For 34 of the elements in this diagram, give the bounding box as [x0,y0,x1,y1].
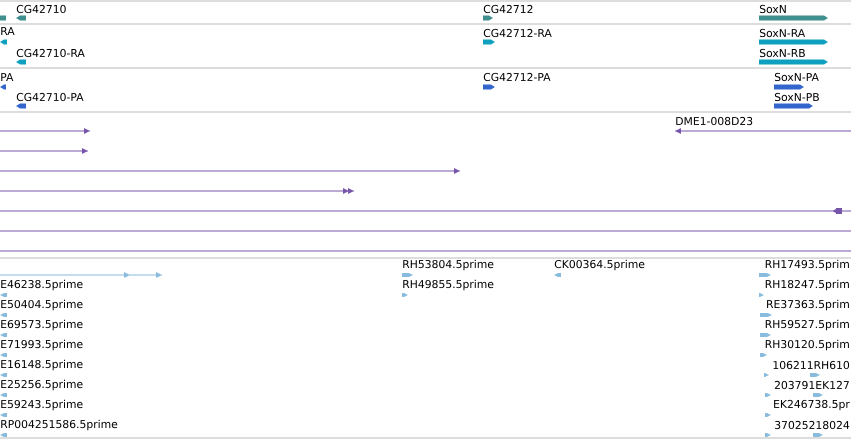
feature-label: CG42712 [484,4,532,14]
feature-label: E69573.5prime [1,320,83,330]
feature-label: CG42712-RA [484,28,552,38]
feature-label: RE37363.5prim [767,300,849,310]
feature-label: RA [1,27,15,35]
feature-label: CG42710-PA [16,92,84,102]
feature-label: RH49855.5prime [403,280,494,290]
feature-label: RH53804.5prime [403,260,494,270]
feature-label: CK00364.5prime [554,260,644,270]
feature-label: RH17493.5prim [766,260,849,270]
feature-label: SoxN-PB [774,92,819,102]
feature-label: E71993.5prime [1,340,83,350]
feature-label: E50404.5prime [1,300,83,310]
feature-label: E46238.5prime [1,280,83,290]
feature-label: SoxN-PA [774,72,819,82]
feature-label: RH30120.5prim [766,340,849,350]
feature-label: RH18247.5prim [766,280,849,290]
feature-label: DME1-008D23 [676,116,752,126]
feature-label: PA [1,73,14,81]
feature-label: CG42712-PA [484,72,550,82]
feature-label: SoxN-RB [760,48,805,58]
feature-label: RH59527.5prim [766,320,849,330]
feature-label: SoxN-RA [760,28,806,38]
feature-label: 37025218024 [775,420,850,430]
feature-label: CG42710 [16,4,66,14]
feature-label: E16148.5prime [1,360,83,370]
feature-label: RP004251586.5prime [1,420,118,430]
feature-label: 203791EK127 [774,380,849,390]
feature-label: E25256.5prime [1,380,83,390]
feature-label: SoxN [760,4,786,14]
feature-label: E59243.5prime [1,400,83,410]
feature-label: 106211RH610 [774,360,850,370]
feature-label: EK246738.5pr [774,400,850,410]
feature-label: CG42710-RA [16,48,85,58]
